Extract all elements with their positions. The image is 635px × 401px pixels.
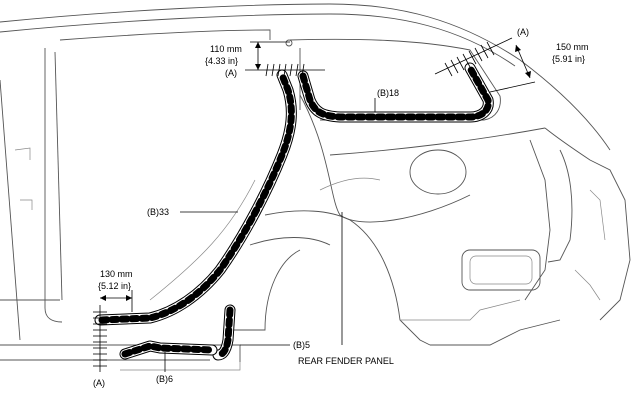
label-b6: (B)6 bbox=[156, 374, 173, 384]
seal-bead-b33 bbox=[94, 69, 297, 326]
label-150mm: 150 mm bbox=[556, 42, 589, 52]
seal-bead-b18 bbox=[297, 62, 494, 123]
label-b33: (B)33 bbox=[147, 207, 169, 217]
body-outline bbox=[0, 3, 631, 371]
label-ref-a-bottom: (A) bbox=[93, 378, 105, 388]
label-130mm-in: {5.12 in} bbox=[98, 281, 131, 291]
ref-line-a-bottom bbox=[93, 305, 107, 372]
label-150mm-in: {5.91 in} bbox=[552, 54, 585, 64]
label-b18: (B)18 bbox=[377, 88, 399, 98]
label-110mm: 110 mm bbox=[210, 44, 242, 54]
ref-line-a-top bbox=[245, 63, 325, 77]
dim-arrow-110mm bbox=[250, 41, 290, 70]
label-110mm-in: {4.33 in} bbox=[205, 56, 238, 66]
label-130mm: 130 mm bbox=[100, 269, 133, 279]
label-rear-fender-panel: REAR FENDER PANEL bbox=[298, 356, 394, 366]
label-ref-a-top: (A) bbox=[225, 68, 237, 78]
label-b5: (B)5 bbox=[293, 340, 310, 350]
leader-lines bbox=[164, 98, 376, 372]
seal-bead-b6 bbox=[119, 340, 218, 360]
seal-bead-b5 bbox=[212, 304, 236, 361]
label-ref-a-right: (A) bbox=[517, 27, 529, 37]
dim-arrow-150mm bbox=[489, 44, 536, 93]
dim-arrow-130mm bbox=[100, 290, 133, 312]
ref-line-a-right bbox=[434, 37, 513, 77]
